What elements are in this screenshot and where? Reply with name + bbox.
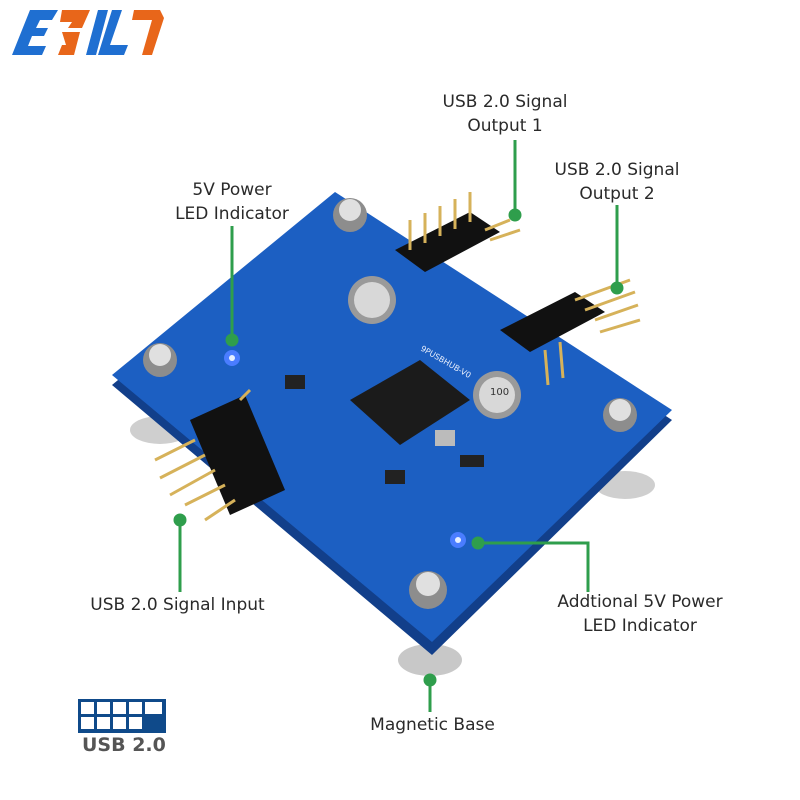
callout-text: Output 2 bbox=[579, 184, 655, 204]
callout-text: USB 2.0 Signal Input bbox=[90, 595, 265, 615]
header-output-1 bbox=[395, 192, 521, 272]
pcb-board: 100 9PUSBHUB-V0 bbox=[112, 192, 672, 655]
callout-power-led: 5V Power LED Indicator bbox=[157, 178, 307, 226]
callout-text: USB 2.0 Signal bbox=[554, 160, 680, 180]
header-input bbox=[154, 388, 285, 522]
callout-text: 5V Power bbox=[192, 180, 272, 200]
svg-text:100: 100 bbox=[490, 387, 509, 398]
callout-text: LED Indicator bbox=[583, 616, 697, 636]
callout-text: Addtional 5V Power bbox=[557, 592, 723, 612]
callout-output-2: USB 2.0 Signal Output 2 bbox=[542, 158, 692, 206]
callout-additional-led: Addtional 5V Power LED Indicator bbox=[530, 590, 750, 638]
callout-text: LED Indicator bbox=[175, 204, 289, 224]
callout-output-1: USB 2.0 Signal Output 1 bbox=[430, 90, 580, 138]
callout-magnetic-base: Magnetic Base bbox=[350, 713, 515, 737]
header-output-2 bbox=[500, 278, 641, 386]
callout-text: USB 2.0 Signal bbox=[442, 92, 568, 112]
usb2-badge-icon bbox=[78, 699, 166, 733]
nuts bbox=[143, 198, 637, 609]
callout-text: Output 1 bbox=[467, 116, 543, 136]
usb2-badge-label: USB 2.0 bbox=[82, 734, 166, 756]
brand-logo bbox=[12, 10, 164, 55]
callout-signal-input: USB 2.0 Signal Input bbox=[70, 593, 285, 617]
callout-text: Magnetic Base bbox=[370, 715, 495, 735]
usb-hub-chip bbox=[350, 360, 470, 445]
leader-lines bbox=[173, 140, 624, 712]
